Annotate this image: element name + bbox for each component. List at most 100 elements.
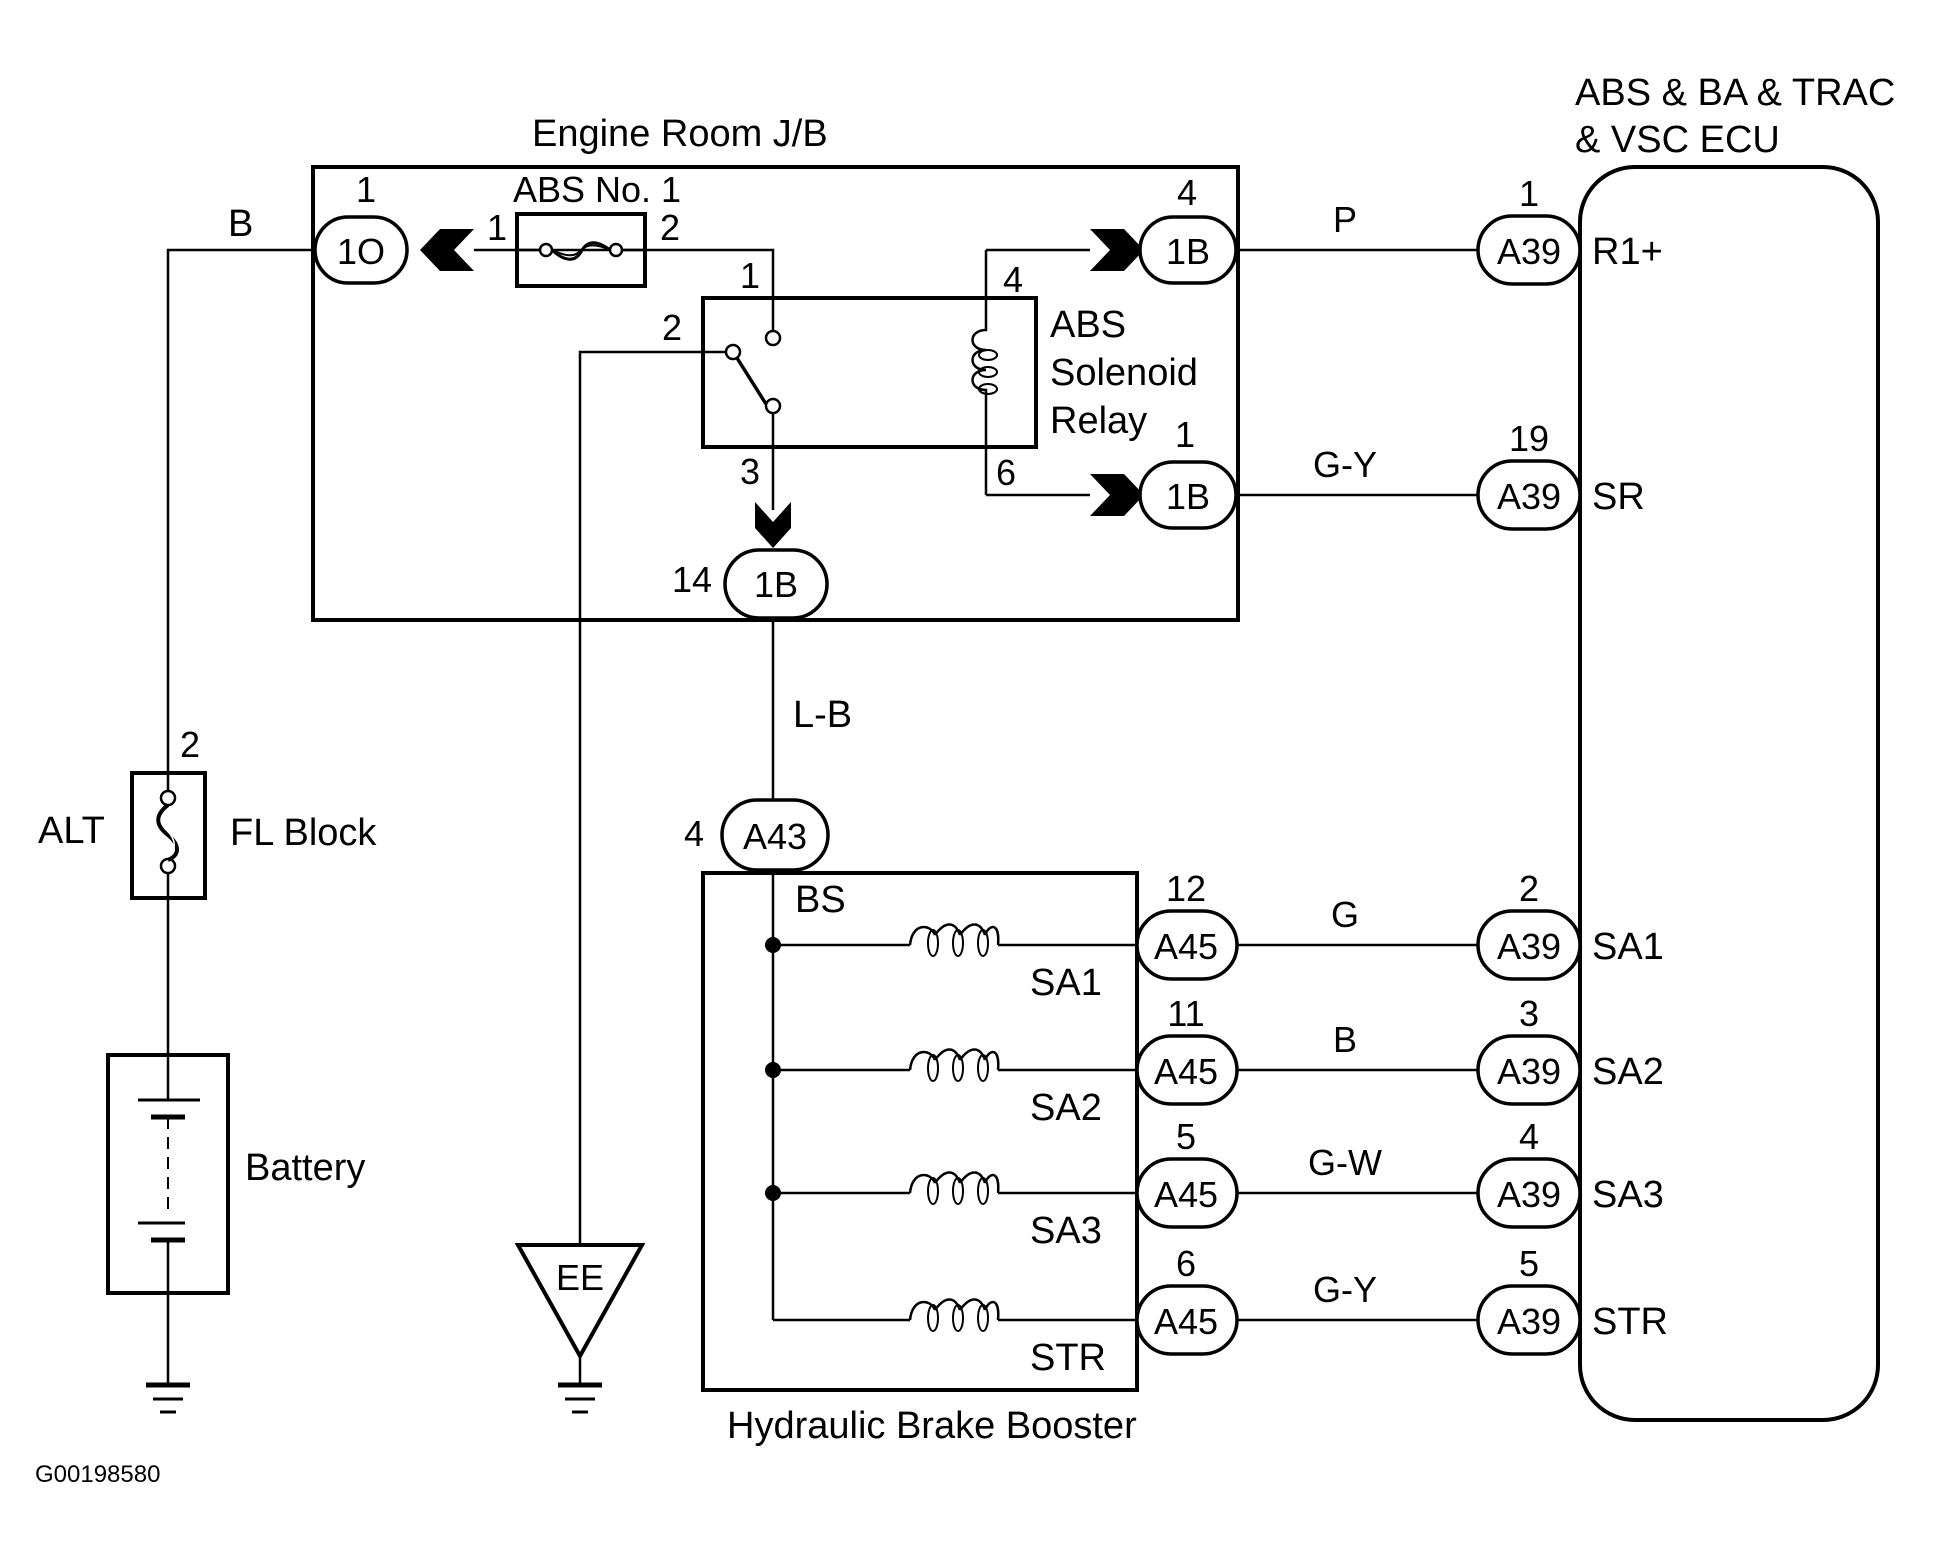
connector-a45-code: A45 bbox=[1154, 926, 1218, 967]
wire-color-label: G bbox=[1331, 894, 1359, 935]
fuse-abs-no1: ABS No. 1 1 2 bbox=[474, 169, 681, 288]
connector-1o: 1O 1 bbox=[313, 169, 409, 285]
connector-1b-mid-pin: 1 bbox=[1175, 414, 1195, 455]
relay-pin-1: 1 bbox=[740, 255, 760, 296]
connector-a43-pin: 4 bbox=[684, 813, 704, 854]
connector-a39-pin: 4 bbox=[1519, 1116, 1539, 1157]
solenoid-label: STR bbox=[1030, 1337, 1106, 1379]
connector-a45-pin: 11 bbox=[1167, 993, 1204, 1034]
wire-color-b: B bbox=[228, 203, 253, 245]
connector-1o-pin: 1 bbox=[356, 169, 376, 210]
connector-a39-pin: 19 bbox=[1509, 418, 1549, 459]
hydraulic-brake-booster: Hydraulic Brake Booster BS bbox=[701, 870, 1139, 1447]
connector-a39-code: A39 bbox=[1497, 926, 1561, 967]
connector-1b-mid: 1B 1 bbox=[1138, 414, 1238, 530]
relay-pin-4: 4 bbox=[1003, 259, 1023, 300]
relay-label-3: Relay bbox=[1050, 400, 1147, 442]
connector-a45 bbox=[1135, 1284, 1239, 1356]
connector-a39-code: A39 bbox=[1497, 1301, 1561, 1342]
connector-a39 bbox=[1476, 1157, 1582, 1229]
ground-ee-label: EE bbox=[556, 1257, 604, 1298]
abs-solenoid-relay: 1 2 3 4 6 ABS Solenoid Relay bbox=[662, 250, 1198, 510]
wire-color-label: G-W bbox=[1308, 1142, 1382, 1183]
chevron-right-icon bbox=[1090, 474, 1144, 516]
connector-1b-bottom: 1B 14 bbox=[672, 548, 829, 620]
wire-color-label: G-Y bbox=[1313, 444, 1377, 485]
connector-a39-code: A39 bbox=[1497, 1174, 1561, 1215]
wire-color-label: P bbox=[1333, 199, 1357, 240]
relay-pin-2: 2 bbox=[662, 307, 682, 348]
connector-a39 bbox=[1476, 1284, 1582, 1356]
connector-a39-code: A39 bbox=[1497, 231, 1561, 272]
connector-a39-pin: 3 bbox=[1519, 993, 1539, 1034]
engine-room-jb: Engine Room J/B bbox=[311, 113, 1240, 622]
connector-a39 bbox=[1476, 459, 1582, 531]
coil-icon bbox=[908, 923, 1000, 946]
connector-a39 bbox=[1476, 214, 1582, 286]
connector-a39-code: A39 bbox=[1497, 476, 1561, 517]
wire-color-l-b: L-B bbox=[793, 694, 852, 736]
fl-block: 2 ALT FL Block bbox=[38, 724, 377, 1055]
battery-label: Battery bbox=[245, 1147, 365, 1189]
connector-a43-code: A43 bbox=[743, 816, 807, 857]
solenoid-sa2: SA2 bbox=[765, 1048, 1137, 1129]
ground-point-ee: EE bbox=[514, 1243, 646, 1385]
ecu: ABS & BA & TRAC & VSC ECU bbox=[1575, 72, 1895, 1422]
fl-alt-label: ALT bbox=[38, 810, 105, 852]
connector-1b-top-code: 1B bbox=[1166, 231, 1210, 272]
ecu-label-1: ABS & BA & TRAC bbox=[1575, 72, 1895, 114]
connector-1b-top: 1B 4 bbox=[1138, 172, 1238, 285]
chevron-left-icon bbox=[420, 229, 474, 271]
solenoid-label: SA3 bbox=[1030, 1210, 1102, 1252]
chevron-down-icon bbox=[755, 502, 791, 548]
connector-1b-top-pin: 4 bbox=[1177, 172, 1197, 213]
wire-color-label: B bbox=[1333, 1019, 1357, 1060]
connector-1b-bottom-pin: 14 bbox=[672, 559, 712, 600]
relay-pin-6: 6 bbox=[996, 452, 1016, 493]
solenoid-label: SA2 bbox=[1030, 1087, 1102, 1129]
ecu-terminal-label: SA2 bbox=[1592, 1051, 1664, 1093]
connector-a45-code: A45 bbox=[1154, 1301, 1218, 1342]
fl-block-label: FL Block bbox=[230, 812, 377, 854]
connector-a39-code: A39 bbox=[1497, 1051, 1561, 1092]
ecu-terminal-label: SA1 bbox=[1592, 926, 1664, 968]
ecu-terminal-label: SR bbox=[1592, 476, 1645, 518]
coil-icon bbox=[908, 1171, 1000, 1194]
ecu-terminal-label: R1+ bbox=[1592, 231, 1663, 273]
fuse-pin-2: 2 bbox=[660, 207, 680, 248]
fuse-pin-1: 1 bbox=[487, 207, 507, 248]
solenoid-label: SA1 bbox=[1030, 962, 1102, 1004]
coil-icon bbox=[908, 1048, 1000, 1071]
connector-1o-code: 1O bbox=[337, 231, 385, 272]
jb-label: Engine Room J/B bbox=[532, 113, 828, 155]
ecu-terminal-label: STR bbox=[1592, 1301, 1668, 1343]
solenoid-sa3: SA3 bbox=[765, 1171, 1137, 1252]
relay-label-2: Solenoid bbox=[1050, 352, 1198, 394]
jb-box bbox=[311, 165, 1240, 622]
ecu-link-group: PA391R1+G-YA3919SRGA392SA1A4512BA393SA2A… bbox=[1135, 173, 1668, 1356]
connector-a45-pin: 5 bbox=[1176, 1116, 1196, 1157]
connector-a45-pin: 6 bbox=[1176, 1243, 1196, 1284]
connector-a45 bbox=[1135, 1034, 1239, 1106]
connector-1b-mid-code: 1B bbox=[1166, 476, 1210, 517]
fl-pin: 2 bbox=[180, 724, 200, 765]
ground-icon bbox=[146, 1382, 190, 1414]
wire-fuse-to-relay bbox=[645, 248, 775, 330]
chevron-right-icon bbox=[1090, 229, 1144, 271]
connector-a45-code: A45 bbox=[1154, 1174, 1218, 1215]
booster-label: Hydraulic Brake Booster bbox=[727, 1405, 1137, 1447]
coil-icon bbox=[908, 1298, 1000, 1321]
connector-a45 bbox=[1135, 1157, 1239, 1229]
solenoid-str: STR bbox=[773, 1298, 1137, 1379]
ecu-label-2: & VSC ECU bbox=[1575, 119, 1780, 161]
wire-b-battery-feed bbox=[166, 248, 313, 773]
fuse-label: ABS No. 1 bbox=[513, 169, 681, 210]
relay-pin-3: 3 bbox=[740, 451, 760, 492]
connector-a45 bbox=[1135, 909, 1239, 981]
